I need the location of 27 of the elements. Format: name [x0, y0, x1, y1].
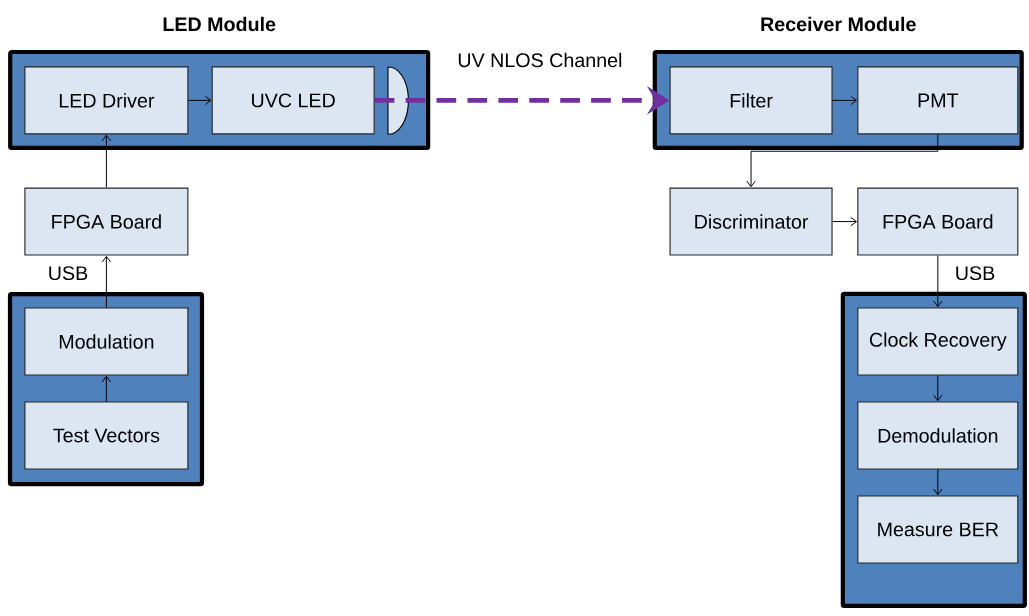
arrow [746, 134, 939, 188]
module-heading: Receiver Module [761, 16, 916, 32]
arrow [187, 95, 212, 106]
arrow [933, 255, 943, 308]
process-box: Measure BER [857, 495, 1019, 564]
process-box: PMT [857, 66, 1019, 135]
process-box: FPGA Board [857, 187, 1019, 256]
process-box: Discriminator [669, 187, 833, 256]
process-box: Modulation [24, 307, 189, 376]
module-heading: LED Module [163, 16, 276, 32]
process-box: Filter [669, 66, 833, 135]
arrow [832, 95, 857, 106]
arrow [832, 216, 857, 227]
process-box: UVC LED [211, 66, 375, 135]
process-box: Demodulation [857, 401, 1019, 470]
arrow [101, 376, 112, 402]
arrow [933, 375, 943, 402]
edge-label: USB [46, 264, 90, 282]
process-box: Clock Recovery [857, 307, 1019, 376]
arrow [101, 256, 112, 309]
arrow [101, 134, 112, 189]
process-box: LED Driver [24, 66, 189, 135]
edge-label: USB [953, 264, 997, 282]
process-box: FPGA Board [24, 187, 189, 256]
process-box: Test Vectors [24, 401, 189, 470]
arrow [933, 469, 943, 496]
edge-label: UV NLOS Channel [455, 51, 624, 69]
